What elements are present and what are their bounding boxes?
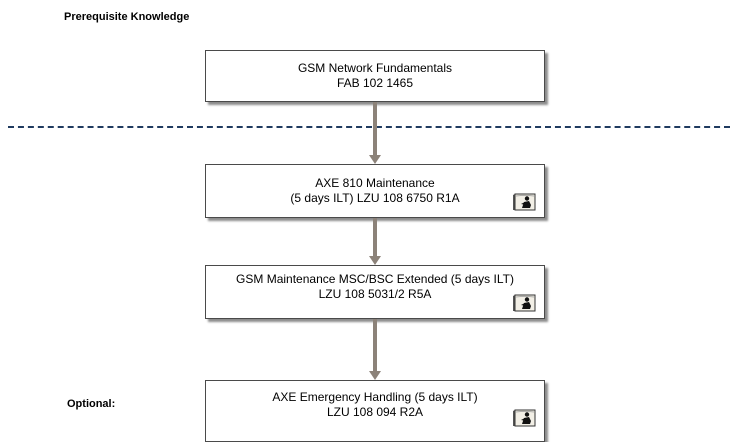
flow-arrow xyxy=(369,102,381,164)
course-code: LZU 108 5031/2 R5A xyxy=(318,287,432,301)
course-title: AXE 810 Maintenance xyxy=(315,176,435,190)
course-title: GSM Network Fundamentals xyxy=(297,61,453,75)
reader-book-icon xyxy=(513,294,536,312)
reader-book-icon xyxy=(513,193,536,211)
optional-heading: Optional: xyxy=(67,398,116,410)
course-title: GSM Maintenance MSC/BSC Extended (5 days… xyxy=(236,272,514,286)
course-title: AXE Emergency Handling (5 days ILT) xyxy=(272,390,478,404)
reader-book-icon xyxy=(513,409,536,427)
prerequisite-heading: Prerequisite Knowledge xyxy=(64,11,190,23)
course-box-gsm-network-fundamentals[interactable]: GSM Network Fundamentals FAB 102 1465 xyxy=(205,50,545,102)
course-box-axe-810-maintenance[interactable]: AXE 810 Maintenance (5 days ILT) LZU 108… xyxy=(205,164,545,218)
course-code: FAB 102 1465 xyxy=(336,76,414,90)
course-box-gsm-maintenance-msc-bsc[interactable]: GSM Maintenance MSC/BSC Extended (5 days… xyxy=(205,265,545,319)
flow-arrow xyxy=(369,319,381,380)
course-code: (5 days ILT) LZU 108 6750 R1A xyxy=(290,191,460,205)
prerequisite-divider xyxy=(8,126,730,128)
course-box-axe-emergency-handling[interactable]: AXE Emergency Handling (5 days ILT) LZU … xyxy=(205,380,545,442)
course-code: LZU 108 094 R2A xyxy=(326,405,424,419)
flow-arrow xyxy=(369,218,381,265)
